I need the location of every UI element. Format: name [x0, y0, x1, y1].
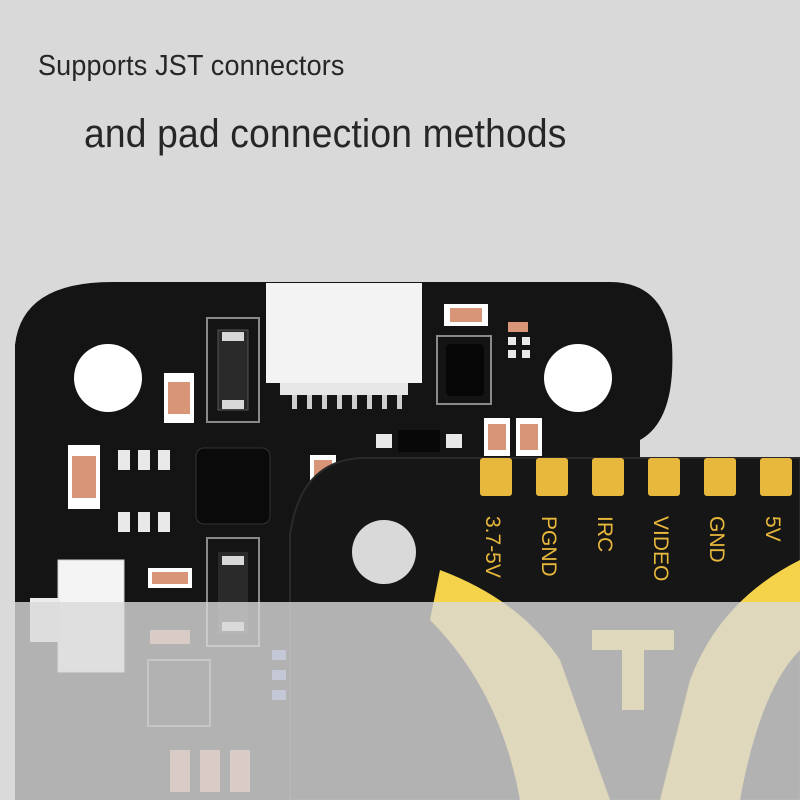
caption-line-1: Supports JST connectors — [38, 50, 345, 82]
pad-labels: 3.7-5V PGND IRC VIDEO GND 5V — [481, 516, 784, 581]
pad-label-6: 5V — [761, 516, 784, 542]
mounting-hole-right — [544, 344, 612, 412]
component-outline-top — [206, 317, 260, 423]
caption-line-2: and pad connection methods — [84, 112, 567, 156]
jst-connector — [266, 283, 422, 409]
small-pads — [118, 337, 530, 532]
ic-chip-small — [436, 335, 492, 405]
pad-label-2: PGND — [537, 516, 560, 577]
diode — [398, 430, 440, 452]
bottom-fade-overlay — [0, 602, 800, 800]
passives — [68, 304, 542, 588]
pad-label-5: GND — [705, 516, 728, 563]
pad-label-4: VIDEO — [649, 516, 672, 581]
pad-label-3: IRC — [593, 516, 616, 552]
mounting-hole-left — [74, 344, 142, 412]
caption: Supports JST connectors and pad connecti… — [0, 0, 800, 240]
ic-chip-large — [195, 447, 271, 525]
pad-label-1: 3.7-5V — [481, 516, 504, 578]
gold-pads — [480, 458, 792, 496]
